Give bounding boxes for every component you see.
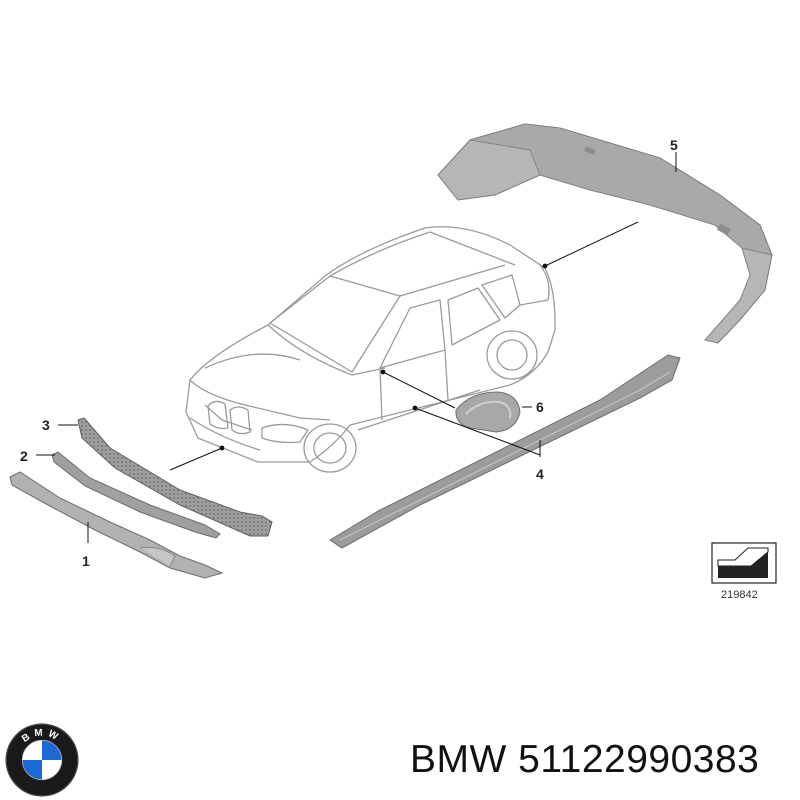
- grille-mesh-icon: [77, 417, 273, 537]
- reference-code: 219842: [721, 589, 758, 601]
- mirror-cap-icon: [455, 391, 521, 433]
- rear-bumper-panel-icon: [437, 123, 773, 344]
- part-caption: BMW 51122990383: [410, 738, 759, 782]
- bmw-logo-icon: BMW: [5, 723, 79, 797]
- part-number: 51122990383: [518, 738, 760, 781]
- callout-6: 6: [536, 399, 544, 415]
- brand-name: BMW: [410, 738, 507, 781]
- reference-box: [711, 542, 777, 584]
- leader-dots: [219, 263, 548, 451]
- callout-5: 5: [670, 137, 678, 153]
- side-sill-panel-icon: [329, 354, 681, 549]
- callout-1: 1: [82, 553, 90, 569]
- callout-4: 4: [536, 466, 544, 482]
- callout-3: 3: [42, 417, 50, 433]
- trim-strip-icon: [51, 451, 221, 539]
- bumper-trim-strip-icon: [9, 471, 224, 579]
- car-outline: [185, 226, 556, 473]
- leader-lines: [36, 152, 677, 543]
- callout-2: 2: [20, 448, 28, 464]
